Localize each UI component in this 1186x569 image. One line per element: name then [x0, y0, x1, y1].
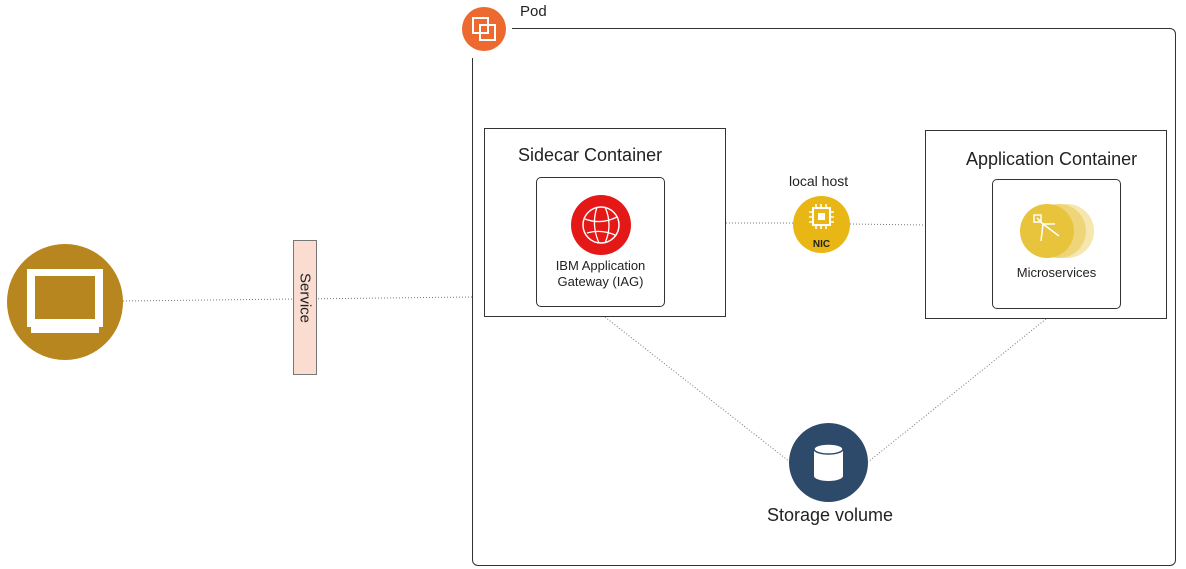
monitor-icon — [7, 244, 123, 360]
microservices-label: Microservices — [1016, 265, 1097, 280]
database-icon — [789, 423, 868, 502]
microservices-icon — [1019, 203, 1099, 259]
sidecar-storage-line — [604, 316, 791, 463]
application-title: Application Container — [966, 149, 1138, 169]
service-label: Service — [296, 272, 314, 324]
pod-icon — [462, 7, 506, 51]
sidecar-title: Sidecar Container — [518, 145, 663, 165]
pod-label: Pod — [520, 3, 547, 20]
iag-label: IBM Application Gateway (IAG) — [555, 258, 646, 289]
service-bar[interactable] — [293, 240, 317, 375]
chip-icon: NIC — [793, 196, 850, 253]
nic-app-line — [849, 223, 926, 226]
local-host-label: local host — [789, 173, 849, 189]
app-storage-line — [867, 318, 1047, 463]
pod-frame — [472, 28, 1176, 566]
nic-badge: NIC — [813, 239, 830, 250]
storage-label: Storage volume — [766, 505, 894, 525]
globe-icon — [571, 195, 631, 255]
